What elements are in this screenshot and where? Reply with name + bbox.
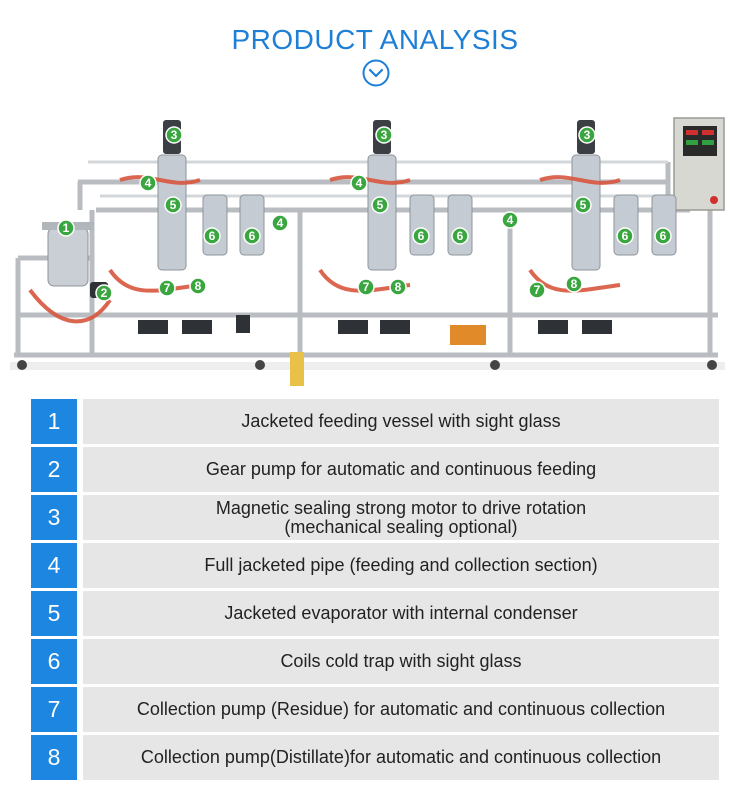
svg-text:7: 7 [164,281,171,295]
feature-text: Jacketed feeding vessel with sight glass [83,399,719,444]
feature-text: Coils cold trap with sight glass [83,639,719,684]
svg-text:6: 6 [660,229,667,243]
svg-text:4: 4 [145,176,152,190]
svg-text:5: 5 [377,198,384,212]
feature-row: 4 Full jacketed pipe (feeding and collec… [31,543,719,588]
equipment-photo: 1 2 3 3 3 4 4 4 4 5 5 5 6 6 6 6 6 6 7 8 … [10,117,725,386]
feature-number: 3 [31,495,77,540]
svg-text:3: 3 [584,128,591,142]
feature-row: 5 Jacketed evaporator with internal cond… [31,591,719,636]
svg-text:6: 6 [622,229,629,243]
chevron-down-icon [362,59,390,87]
svg-text:4: 4 [277,216,284,230]
svg-text:2: 2 [101,286,108,300]
feature-number: 2 [31,447,77,492]
feature-text: Gear pump for automatic and continuous f… [83,447,719,492]
feature-row: 2 Gear pump for automatic and continuous… [31,447,719,492]
feature-row: 7 Collection pump (Residue) for automati… [31,687,719,732]
feature-number: 4 [31,543,77,588]
feature-text: Collection pump (Residue) for automatic … [83,687,719,732]
svg-text:7: 7 [363,280,370,294]
feature-number: 6 [31,639,77,684]
svg-text:8: 8 [195,279,202,293]
svg-text:5: 5 [170,198,177,212]
feature-text: Collection pump(Distillate)for automatic… [83,735,719,780]
svg-text:6: 6 [457,229,464,243]
feature-row: 3 Magnetic sealing strong motor to drive… [31,495,719,540]
svg-text:6: 6 [249,229,256,243]
feature-row: 6 Coils cold trap with sight glass [31,639,719,684]
svg-text:4: 4 [356,176,363,190]
feature-text: Full jacketed pipe (feeding and collecti… [83,543,719,588]
svg-text:3: 3 [171,128,178,142]
svg-text:8: 8 [395,280,402,294]
feature-number: 1 [31,399,77,444]
svg-text:8: 8 [571,277,578,291]
feature-number: 5 [31,591,77,636]
feature-text: Magnetic sealing strong motor to drive r… [83,495,719,540]
svg-text:1: 1 [63,221,70,235]
feature-row: 8 Collection pump(Distillate)for automat… [31,735,719,780]
svg-text:6: 6 [418,229,425,243]
feature-text: Jacketed evaporator with internal conden… [83,591,719,636]
svg-text:4: 4 [507,213,514,227]
feature-row: 1 Jacketed feeding vessel with sight gla… [31,399,719,444]
feature-number: 8 [31,735,77,780]
svg-text:5: 5 [580,198,587,212]
svg-text:6: 6 [209,229,216,243]
svg-text:3: 3 [381,128,388,142]
feature-number: 7 [31,687,77,732]
svg-text:7: 7 [534,283,541,297]
page-title: PRODUCT ANALYSIS [231,24,519,55]
